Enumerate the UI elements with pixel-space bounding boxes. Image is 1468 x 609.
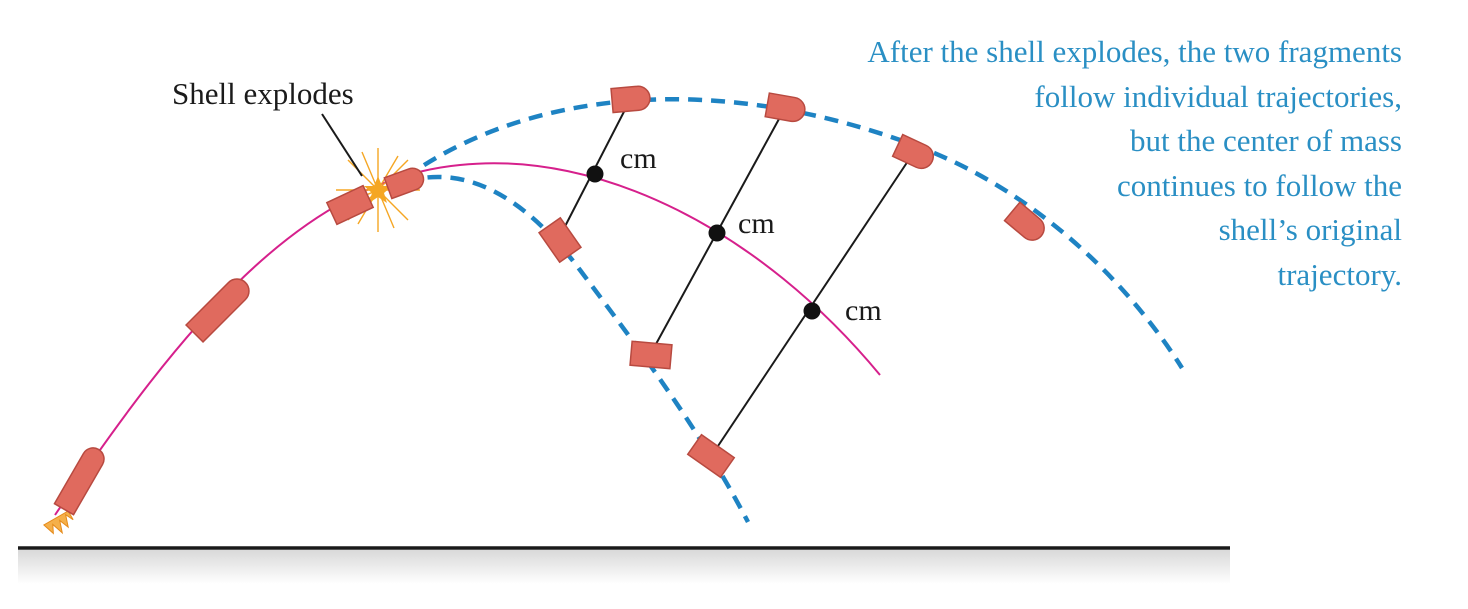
caption-line: trajectory.: [1277, 256, 1403, 292]
cm-label-1: cm: [620, 142, 657, 175]
shell-explodes-leader: [321, 113, 363, 177]
cm-label-2: cm: [738, 207, 775, 240]
upper-fragment-3: [891, 133, 934, 170]
cm-point-2: [708, 224, 726, 242]
cm-point-3: [803, 302, 821, 320]
caption-line: After the shell explodes, the two fragme…: [867, 34, 1402, 69]
center-of-mass-trajectory: [54, 162, 881, 516]
upper-fragment-trajectory: [403, 97, 1184, 370]
ground-shadow: [18, 550, 1230, 584]
shell-intact-2: [184, 278, 250, 344]
upper-fragment-1: [610, 85, 651, 114]
upper-fragment-2: [764, 92, 806, 123]
shell-intact-1: [53, 447, 105, 516]
cm-label-3: cm: [845, 294, 882, 327]
lower-fragment-1: [537, 216, 583, 264]
shell-explodes-label: Shell explodes: [172, 76, 354, 111]
lower-fragment-3: [686, 433, 736, 479]
explanation-caption: After the shell explodes, the two fragme…: [742, 30, 1402, 297]
shell-fragment-rear-at-explosion: [325, 184, 375, 226]
upper-fragment-4: [1003, 201, 1045, 241]
launch-flame-icon: [43, 510, 74, 535]
caption-line: follow individual trajectories,: [1034, 78, 1402, 114]
cm-point-1: [586, 165, 604, 183]
lower-fragment-trajectory: [404, 174, 750, 524]
caption-line: continues to follow the: [1117, 167, 1402, 203]
lower-fragment-2: [629, 340, 673, 370]
caption-line: shell’s original: [1218, 212, 1402, 247]
caption-line: but the center of mass: [1129, 123, 1402, 158]
shell-fragment-front-at-explosion: [383, 167, 425, 200]
